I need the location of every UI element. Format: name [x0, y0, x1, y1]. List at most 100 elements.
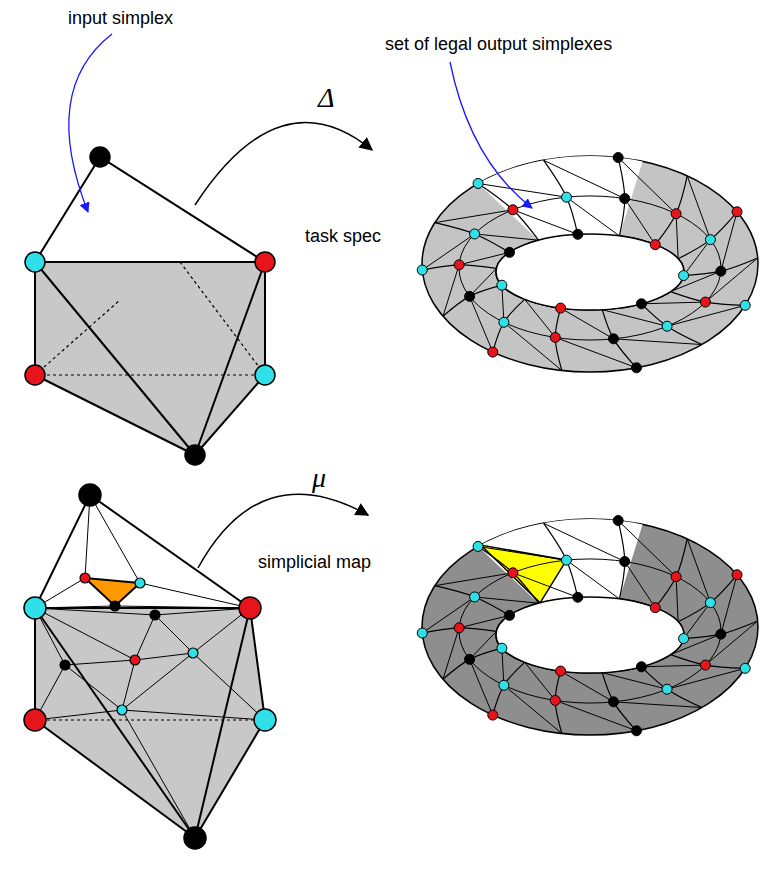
- vertex-dot: [671, 572, 681, 582]
- vertex-dot: [631, 726, 641, 736]
- grid-line: [544, 523, 625, 599]
- callout-label: set of legal output simplexes: [385, 34, 612, 55]
- figure-line: [155, 615, 193, 653]
- grid-line: [602, 310, 702, 345]
- figure-circle: [25, 365, 45, 385]
- figure-line: [35, 608, 135, 660]
- vertex-dot: [497, 280, 507, 290]
- figure-line: [35, 608, 155, 615]
- figure-g: [35, 719, 265, 720]
- vertex-dot: [740, 300, 750, 310]
- torus-surface: [422, 156, 758, 372]
- figure-circle: [80, 573, 90, 583]
- figure-circle: [90, 147, 110, 167]
- grid-line: [443, 628, 496, 679]
- figure-line: [35, 720, 195, 838]
- figure-line: [122, 653, 193, 710]
- grid-line: [478, 183, 578, 234]
- vertex-dot: [470, 592, 480, 602]
- grid-line: [678, 575, 737, 622]
- figure-circle: [110, 601, 120, 611]
- figure-circle: [24, 709, 46, 731]
- torus-surface: [422, 519, 758, 735]
- grid-line: [435, 223, 510, 253]
- grid-line: [435, 586, 510, 616]
- output-torus: [417, 153, 758, 373]
- input-complex: [25, 147, 275, 465]
- vertex-dot: [561, 555, 571, 565]
- map-symbol: μ: [312, 462, 326, 494]
- vertex-dot: [505, 247, 515, 257]
- figure-circle: [254, 709, 276, 731]
- grid-line: [422, 234, 509, 270]
- map-symbol: Δ: [318, 82, 334, 114]
- figure-circle: [135, 578, 145, 588]
- vertex-dot: [662, 321, 672, 331]
- vertex-dot: [505, 610, 515, 620]
- grid-line: [443, 648, 502, 679]
- vertex-dot: [473, 541, 483, 551]
- vertex-dot: [679, 271, 689, 281]
- vertex-dot: [470, 229, 480, 239]
- grid-line: [544, 160, 625, 236]
- grid-line: [655, 539, 687, 608]
- vertex-dot: [650, 240, 660, 250]
- grid-line: [684, 212, 737, 276]
- output-torus: [417, 516, 758, 736]
- figure-circle: [130, 655, 140, 665]
- vertex-dot: [705, 235, 715, 245]
- grid-line: [504, 299, 562, 370]
- figure-line: [135, 653, 193, 660]
- grid-line: [641, 667, 701, 708]
- grid-line: [641, 665, 745, 689]
- vertex-dot: [716, 266, 726, 276]
- callout-label: input simplex: [68, 8, 173, 29]
- arrow-label: task spec: [305, 226, 381, 247]
- vertex-dot: [620, 194, 630, 204]
- vertex-dot: [465, 291, 475, 301]
- vertex-dot: [679, 634, 689, 644]
- leader-line: [450, 62, 532, 208]
- figure-polygon: [35, 495, 250, 608]
- vertex-dot: [573, 229, 583, 239]
- vertex-dot: [700, 660, 710, 670]
- figure-line: [122, 660, 135, 710]
- vertex-dot: [550, 695, 560, 705]
- grid-line: [504, 662, 562, 733]
- vertex-dot: [700, 297, 710, 307]
- vertex-dot: [556, 303, 566, 313]
- figure-circle: [188, 648, 198, 658]
- figure-circle: [239, 597, 261, 619]
- vertex-dot: [636, 662, 646, 672]
- figure-polygon: [35, 157, 265, 262]
- vertex-dot: [613, 516, 623, 526]
- figure-g: [35, 495, 265, 838]
- vertex-dot: [497, 643, 507, 653]
- vertex-dot: [508, 205, 518, 215]
- figure-line: [65, 665, 122, 710]
- grid-line: [670, 621, 757, 665]
- figure-polygon: [35, 262, 265, 455]
- grid-line: [602, 673, 702, 708]
- vertex-dot: [732, 570, 742, 580]
- grid-line: [641, 304, 701, 345]
- figure-line: [155, 608, 250, 615]
- vertex-dot: [454, 623, 464, 633]
- vertex-dot: [740, 663, 750, 673]
- grid-line: [555, 671, 636, 731]
- figure-line: [85, 495, 90, 578]
- arrow-label: simplicial map: [258, 552, 371, 573]
- figure-circle: [255, 252, 275, 272]
- subdivided-complex: [24, 484, 276, 849]
- figure-line: [35, 719, 265, 720]
- figure-line: [195, 608, 250, 838]
- figure-line: [195, 720, 265, 838]
- figure-circle: [25, 252, 45, 272]
- vertex-dot: [417, 628, 427, 638]
- grid-line: [655, 176, 687, 245]
- figure-circle: [184, 827, 206, 849]
- vertex-dot: [488, 347, 498, 357]
- grid-line: [678, 212, 737, 259]
- vertex-dot: [705, 598, 715, 608]
